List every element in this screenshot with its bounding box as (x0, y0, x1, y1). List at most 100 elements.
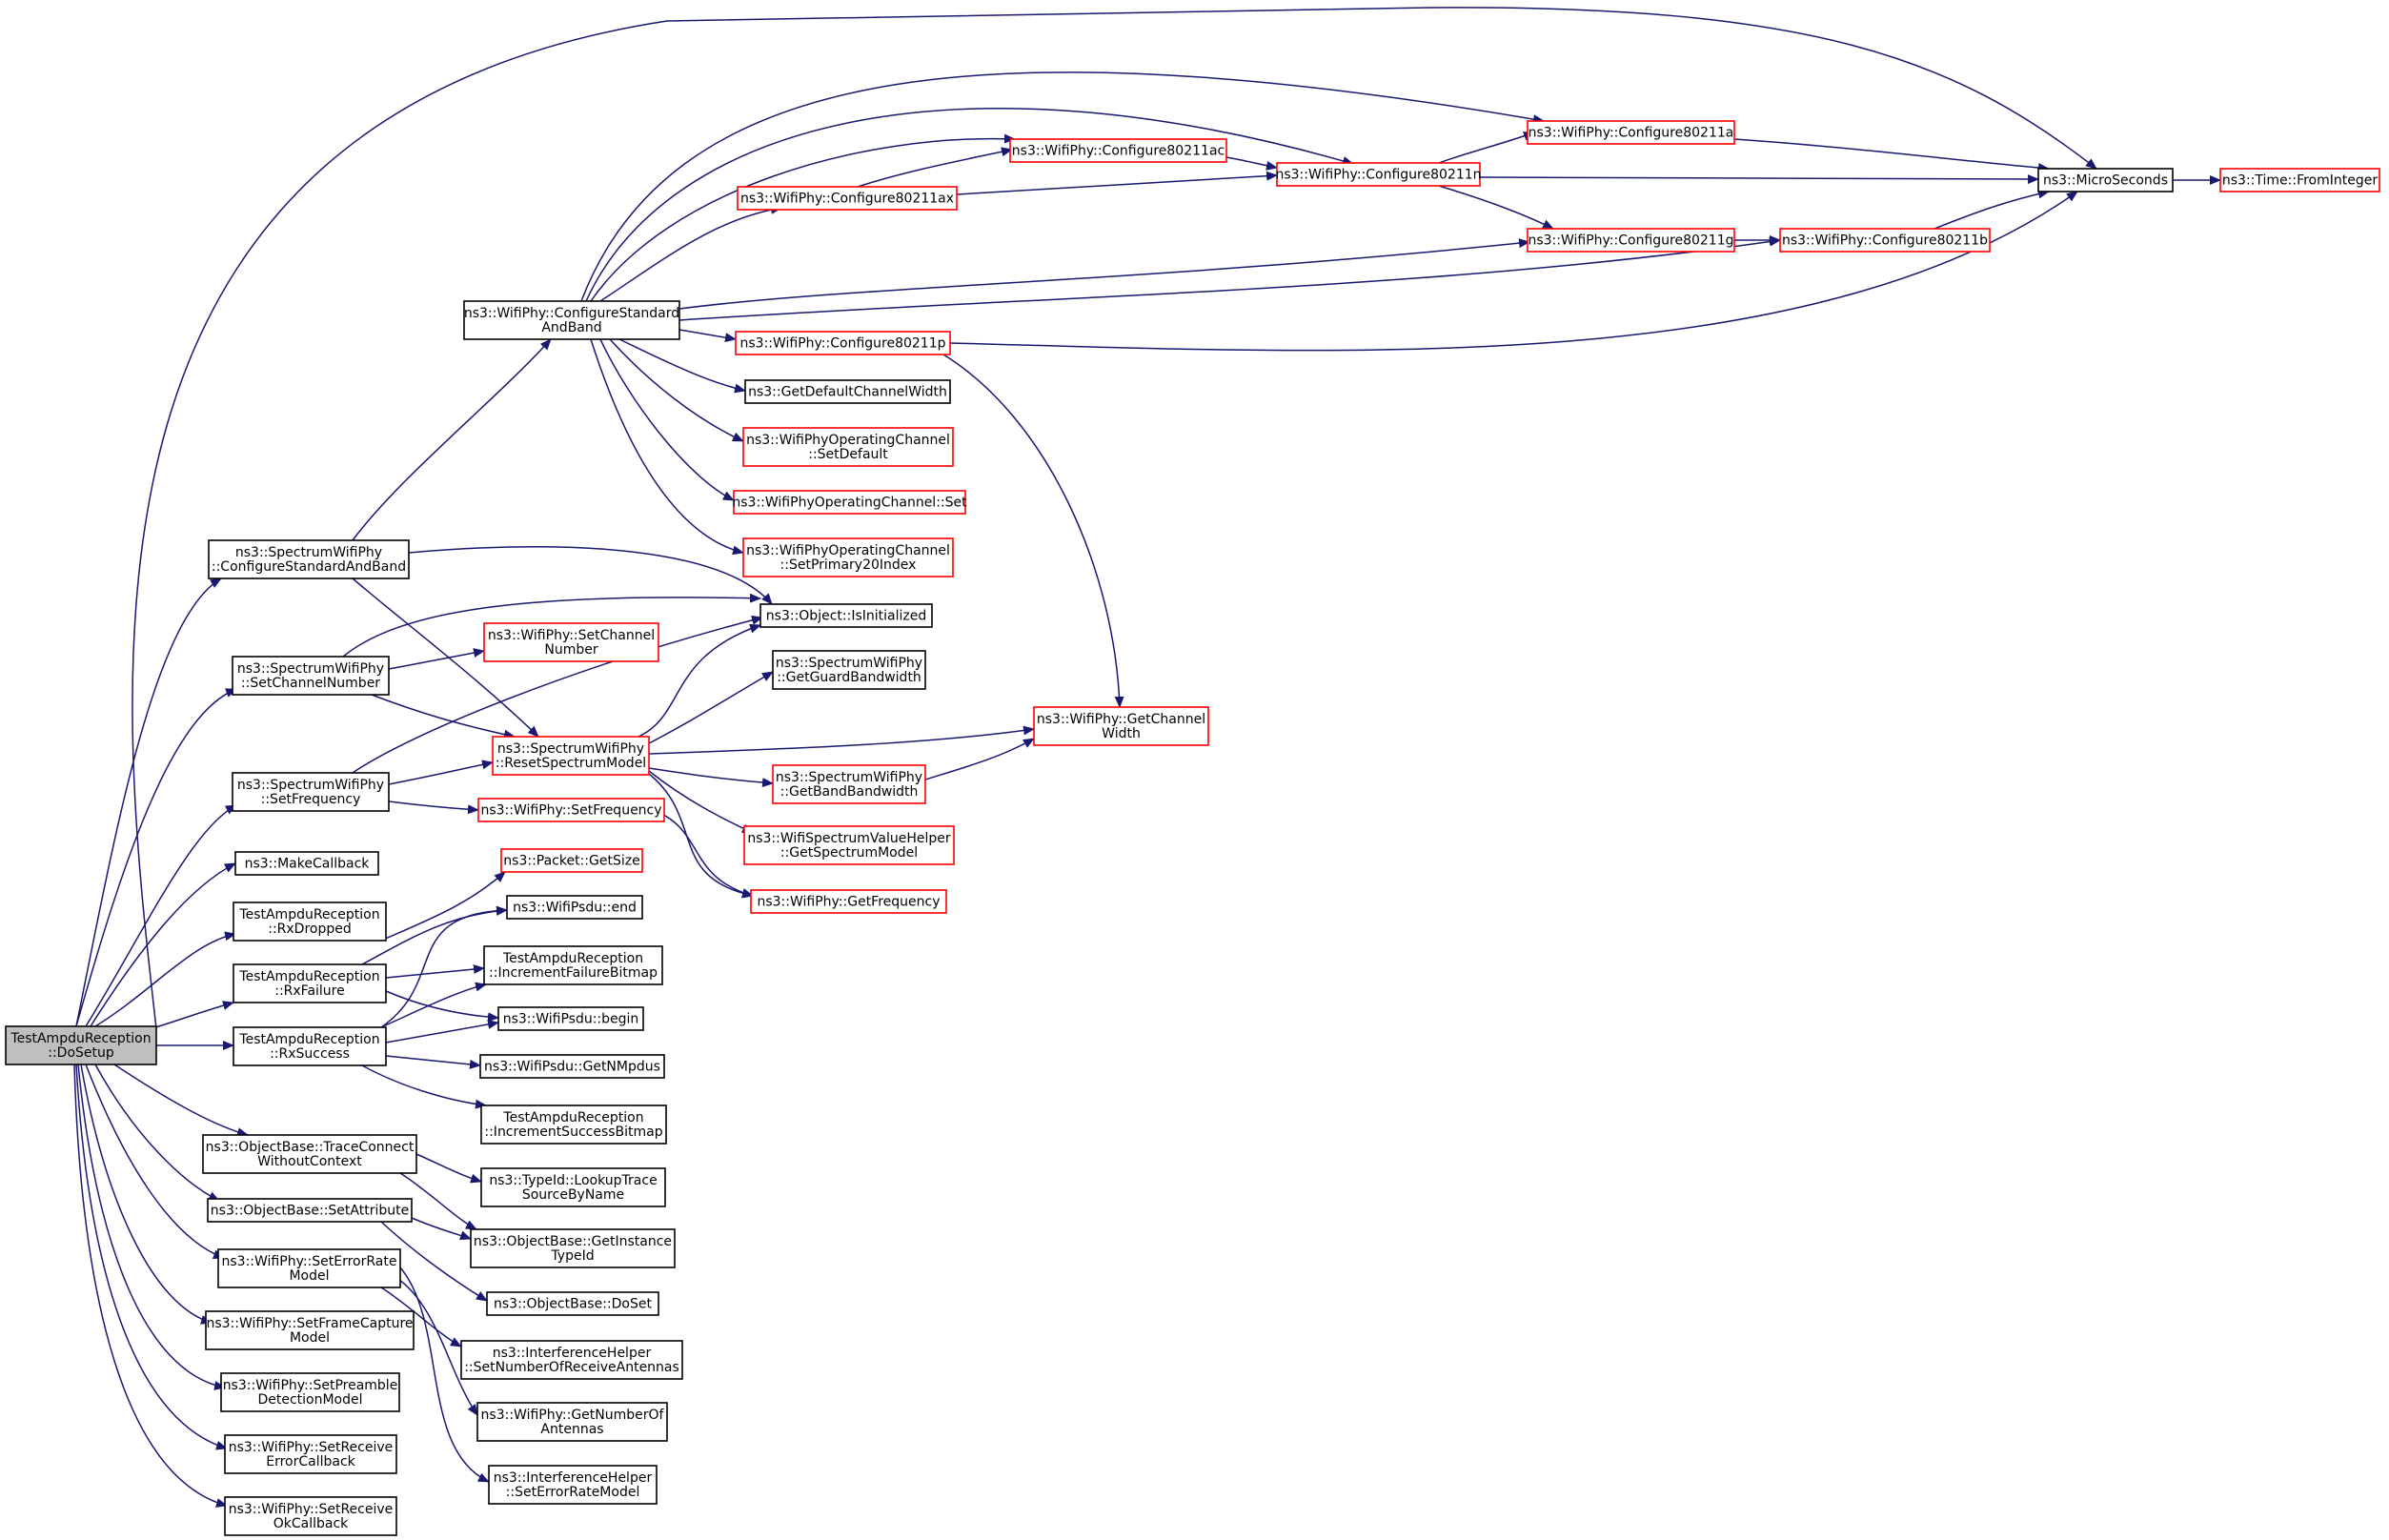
edge-swp_scn-to-isinit (342, 593, 761, 658)
edge-serm-to-ih_serm (399, 1266, 490, 1483)
node-box (744, 379, 951, 404)
node-c_a[interactable]: ns3::WifiPhy::Configure80211a (1527, 120, 1735, 145)
node-label-line: WithoutContext (257, 1154, 362, 1169)
edge-resetsm-to-isinit (638, 623, 761, 738)
node-box (480, 1167, 666, 1207)
node-gbb[interactable]: ns3::SpectrumWifiPhy::GetBandBandwidth (772, 764, 926, 804)
node-pkt_gs[interactable]: ns3::Packet::GetSize (500, 848, 643, 873)
node-box (492, 736, 650, 776)
node-label-line: ns3::WifiPhyOperatingChannel (746, 543, 950, 558)
node-wp_csab[interactable]: ns3::WifiPhy::ConfigureStandardAndBand (463, 300, 680, 340)
node-label-line: ns3::SpectrumWifiPhy (235, 545, 382, 560)
node-resetsm[interactable]: ns3::SpectrumWifiPhy::ResetSpectrumModel (492, 736, 650, 776)
node-label-line: ns3::ObjectBase::GetInstance (474, 1234, 672, 1249)
edge-resetsm-to-ggb (648, 671, 774, 744)
node-swp_scn[interactable]: ns3::SpectrumWifiPhy::SetChannelNumber (232, 656, 390, 696)
node-label-line: ns3::SpectrumWifiPhy (237, 661, 384, 677)
node-label-line: ns3::MicroSeconds (2043, 173, 2168, 189)
node-psdu_begin[interactable]: ns3::WifiPsdu::begin (497, 1006, 644, 1031)
node-label-line: ns3::WifiPhy::SetErrorRate (222, 1254, 397, 1269)
node-box (5, 1025, 157, 1065)
node-box (480, 1104, 667, 1145)
node-tcwc[interactable]: ns3::ObjectBase::TraceConnectWithoutCont… (202, 1134, 417, 1174)
node-fromint[interactable]: ns3::Time::FromInteger (2219, 168, 2380, 192)
node-label-line: ns3::WifiPhy::SetReceive (229, 1502, 394, 1517)
node-isinit[interactable]: ns3::Object::IsInitialized (759, 603, 933, 628)
node-wp_sf[interactable]: ns3::WifiPhy::SetFrequency (477, 798, 665, 822)
node-box (217, 1248, 401, 1288)
node-label-line: ::RxDropped (268, 922, 352, 937)
node-woc_sd[interactable]: ns3::WifiPhyOperatingChannel::SetDefault (742, 427, 954, 467)
node-label-line: ErrorCallback (266, 1454, 355, 1469)
node-gdcw[interactable]: ns3::GetDefaultChannelWidth (744, 379, 951, 404)
node-isb[interactable]: TestAmpduReception::IncrementSuccessBitm… (480, 1104, 667, 1145)
node-gfreq[interactable]: ns3::WifiPhy::GetFrequency (750, 889, 947, 914)
node-label-line: ::ConfigureStandardAndBand (212, 559, 406, 575)
node-psdu_gnm[interactable]: ns3::WifiPsdu::GetNMpdus (479, 1054, 665, 1079)
edge-resetsm-to-gbb (648, 767, 774, 788)
node-c_g[interactable]: ns3::WifiPhy::Configure80211g (1527, 228, 1735, 253)
node-label-line: OkCallback (273, 1516, 349, 1531)
node-doset[interactable]: ns3::ObjectBase::DoSet (486, 1291, 659, 1316)
node-label-line: ns3::WifiPhy::SetChannel (488, 628, 655, 643)
node-label-line: TestAmpduReception (238, 1032, 379, 1047)
node-swp_sf[interactable]: ns3::SpectrumWifiPhy::SetFrequency (232, 772, 390, 812)
node-box (488, 1465, 658, 1505)
node-woc_set[interactable]: ns3::WifiPhyOperatingChannel::Set (732, 490, 967, 515)
node-label-line: ns3::MakeCallback (245, 857, 371, 872)
node-label-line: ns3::WifiPhy::GetFrequency (757, 895, 940, 910)
node-rxsuccess[interactable]: TestAmpduReception::RxSuccess (233, 1026, 387, 1066)
edge-root-to-sfcm (80, 1064, 213, 1325)
node-ifb[interactable]: TestAmpduReception::IncrementFailureBitm… (483, 945, 663, 985)
edge-root-to-sroc (73, 1064, 228, 1508)
node-c_ac[interactable]: ns3::WifiPhy::Configure80211ac (1009, 138, 1227, 163)
node-label-line: ns3::WifiPhy::Configure80211a (1529, 126, 1734, 141)
node-rxfailure[interactable]: TestAmpduReception::RxFailure (233, 963, 387, 1003)
node-label-line: ns3::WifiPhyOperatingChannel::Set (732, 496, 967, 511)
node-box (476, 1402, 668, 1442)
node-c_n[interactable]: ns3::WifiPhy::Configure80211n (1275, 162, 1482, 187)
node-label-line: ns3::WifiPhy::GetNumberOf (481, 1408, 665, 1423)
edge-c_ax-to-c_n (956, 171, 1278, 195)
node-c_p[interactable]: ns3::WifiPhy::Configure80211p (735, 331, 951, 355)
edge-root-to-micro (132, 7, 2097, 1029)
node-label-line: ns3::WifiPsdu::begin (503, 1012, 639, 1027)
node-c_b[interactable]: ns3::WifiPhy::Configure80211b (1779, 228, 1991, 253)
node-ih_snra[interactable]: ns3::InterferenceHelper::SetNumberOfRece… (460, 1340, 683, 1380)
node-psdu_end[interactable]: ns3::WifiPsdu::end (506, 895, 643, 920)
node-label-line: ::ResetSpectrumModel (496, 756, 646, 771)
node-box (224, 1496, 397, 1536)
node-gsm[interactable]: ns3::WifiSpectrumValueHelper::GetSpectru… (743, 825, 955, 865)
node-label-line: ns3::WifiPhy::ConfigureStandard (464, 306, 679, 321)
node-setattr[interactable]: ns3::ObjectBase::SetAttribute (207, 1198, 413, 1223)
edge-root-to-swp_csab (75, 578, 222, 1027)
node-ih_serm[interactable]: ns3::InterferenceHelper::SetErrorRateMod… (488, 1465, 658, 1505)
node-label-line: ns3::WifiPhy::Configure80211ax (740, 192, 954, 207)
node-swp_csab[interactable]: ns3::SpectrumWifiPhy::ConfigureStandardA… (208, 539, 410, 579)
node-micro[interactable]: ns3::MicroSeconds (2037, 168, 2174, 192)
node-box (742, 537, 954, 578)
node-root[interactable]: TestAmpduReception::DoSetup (5, 1025, 157, 1065)
edge-rxfailure-to-psdu_begin (385, 990, 499, 1023)
node-label-line: Model (290, 1330, 330, 1346)
node-rxdropped[interactable]: TestAmpduReception::RxDropped (233, 902, 387, 942)
node-woc_sp20[interactable]: ns3::WifiPhyOperatingChannel::SetPrimary… (742, 537, 954, 578)
node-wp_scn[interactable]: ns3::WifiPhy::SetChannelNumber (483, 622, 659, 662)
node-ggb[interactable]: ns3::SpectrumWifiPhy::GetGuardBandwidth (772, 650, 926, 690)
node-box (460, 1340, 683, 1380)
edge-rxsuccess-to-psdu_gnm (385, 1055, 481, 1069)
node-label-line: ns3::WifiSpectrumValueHelper (747, 831, 951, 846)
node-makecb[interactable]: ns3::MakeCallback (234, 851, 379, 876)
node-serm[interactable]: ns3::WifiPhy::SetErrorRateModel (217, 1248, 401, 1288)
node-box (1033, 706, 1209, 746)
node-c_ax[interactable]: ns3::WifiPhy::Configure80211ax (737, 186, 958, 211)
